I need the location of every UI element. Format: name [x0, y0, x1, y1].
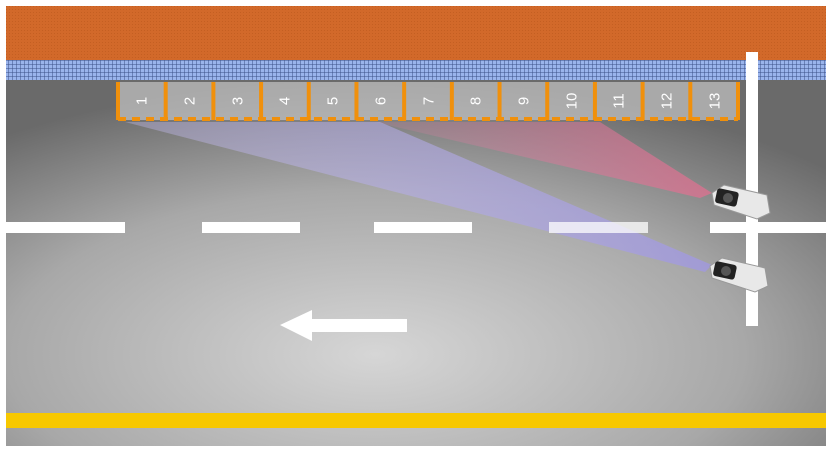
slot-number-4: 4 — [276, 96, 294, 106]
slot-divider — [211, 82, 216, 120]
slot-divider — [163, 82, 168, 120]
slot-number-2: 2 — [181, 96, 199, 106]
slot-number-9: 9 — [514, 96, 532, 106]
camera-a-beam — [375, 122, 712, 198]
slot-number-3: 3 — [228, 96, 246, 106]
slot-divider — [306, 82, 311, 120]
slot-divider — [640, 82, 645, 120]
slot-divider — [592, 82, 597, 120]
slot-divider — [449, 82, 454, 120]
center-line — [6, 413, 826, 428]
slot-number-1: 1 — [133, 96, 151, 106]
slot-divider — [545, 82, 550, 120]
slot-number-8: 8 — [467, 96, 485, 106]
slot-divider — [736, 82, 740, 120]
slot-number-5: 5 — [324, 96, 342, 106]
slot-number-13: 13 — [705, 92, 723, 110]
lane-dashes — [6, 222, 826, 233]
slot-divider — [354, 82, 359, 120]
slot-divider — [259, 82, 264, 120]
slot-divider — [402, 82, 407, 120]
slot-number-6: 6 — [371, 96, 389, 106]
slot-number-12: 12 — [657, 92, 675, 110]
curb — [6, 60, 826, 80]
parking-row — [118, 82, 738, 120]
slot-lines — [116, 82, 740, 121]
camera-icon — [709, 257, 769, 293]
building-wall — [6, 6, 826, 60]
slot-divider — [116, 82, 120, 120]
slot-divider — [688, 82, 693, 120]
slot-number-10: 10 — [562, 92, 580, 110]
slot-number-7: 7 — [419, 96, 437, 106]
slot-divider — [497, 82, 502, 120]
camera-b-beam — [125, 122, 712, 272]
camera-pole — [746, 52, 758, 326]
camera-icon — [711, 184, 771, 220]
slot-number-11: 11 — [610, 93, 628, 109]
arrow-left-icon — [280, 310, 407, 341]
